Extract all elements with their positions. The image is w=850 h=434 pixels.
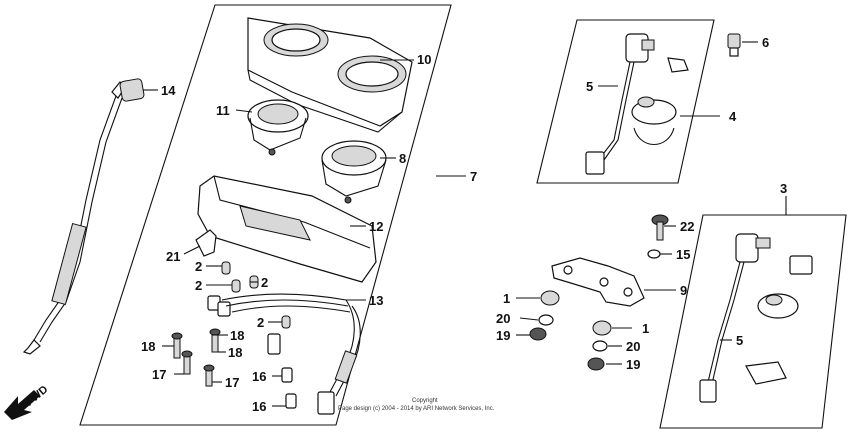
part-label-12: 12 [369, 219, 383, 234]
forward-arrow-icon [4, 390, 40, 420]
part-label-10: 10 [417, 52, 431, 67]
meter-assembly-frame [79, 4, 452, 426]
fwd-label: FWD [23, 383, 50, 408]
part-label-2-c: 2 [261, 275, 268, 290]
part-label-8: 8 [399, 151, 406, 166]
part-label-22: 22 [680, 219, 694, 234]
meter-lower-case[interactable] [197, 175, 377, 283]
part-label-19-b: 19 [626, 357, 640, 372]
part-label-4: 4 [729, 109, 737, 124]
part-label-11: 11 [216, 103, 230, 118]
part-label-5-a: 5 [586, 79, 593, 94]
rubber-caps[interactable] [281, 367, 297, 409]
part-label-1-b: 1 [642, 321, 649, 336]
part-label-18-b: 18 [141, 339, 155, 354]
part-label-7: 7 [470, 169, 477, 184]
part-label-16-a: 16 [252, 369, 266, 384]
part-label-2-b: 2 [195, 278, 202, 293]
key-bolt[interactable] [727, 33, 741, 57]
washer-15[interactable] [647, 249, 661, 259]
part-label-19-a: 19 [496, 328, 510, 343]
screw-22[interactable] [651, 214, 669, 241]
lock-set-frame [659, 214, 847, 429]
part-label-14: 14 [161, 83, 176, 98]
gauge-small[interactable] [247, 99, 309, 156]
part-label-18-c: 18 [228, 345, 242, 360]
speedometer-cable[interactable] [22, 78, 145, 355]
part-label-18-a: 18 [230, 328, 244, 343]
meter-case[interactable] [247, 17, 413, 133]
screws-left[interactable] [171, 328, 221, 387]
part-label-5-b: 5 [736, 333, 743, 348]
part-label-1-a: 1 [503, 291, 510, 306]
leader-lines [143, 41, 787, 407]
grommets-washers-nuts[interactable] [529, 290, 612, 371]
bulb-sockets[interactable] [221, 261, 291, 329]
handle-bracket[interactable] [551, 257, 645, 307]
wire-harness[interactable] [207, 293, 361, 415]
part-label-9: 9 [680, 283, 687, 298]
part-label-13: 13 [369, 293, 383, 308]
copyright-line-1: Copyright [412, 398, 438, 404]
part-label-15: 15 [676, 247, 690, 262]
gauge-large[interactable] [321, 140, 387, 204]
ignition-switch[interactable] [585, 33, 689, 175]
ignition-switch-frame [536, 19, 715, 184]
part-label-17-a: 17 [152, 367, 166, 382]
lock-set[interactable] [699, 233, 813, 403]
part-label-21: 21 [166, 249, 180, 264]
part-label-6: 6 [762, 35, 769, 50]
cable-clamp[interactable] [195, 229, 217, 257]
part-label-20-a: 20 [496, 311, 510, 326]
part-label-17-b: 17 [225, 375, 239, 390]
part-label-2-d: 2 [257, 315, 264, 330]
copyright-line-2: Page design (c) 2004 - 2014 by ARI Netwo… [338, 406, 495, 412]
part-label-2-a: 2 [195, 259, 202, 274]
part-label-20-b: 20 [626, 339, 640, 354]
part-label-3: 3 [780, 181, 787, 196]
part-label-16-b: 16 [252, 399, 266, 414]
